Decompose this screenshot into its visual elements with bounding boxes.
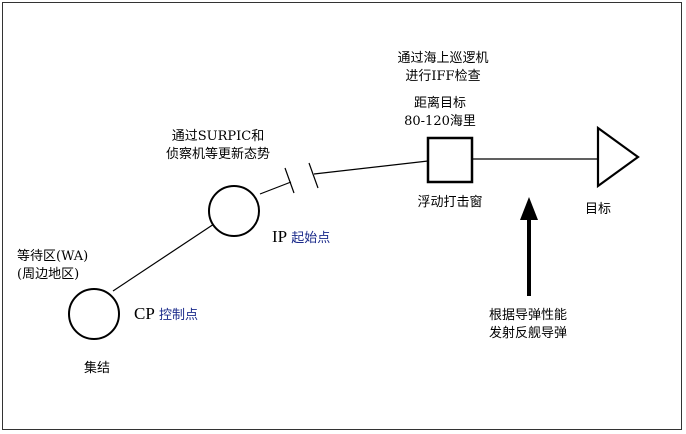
target-triangle	[596, 125, 640, 189]
route-break-window	[313, 160, 429, 175]
route-break-mark-right	[308, 162, 319, 189]
ip-initial-point-circle	[208, 185, 260, 237]
waiting-area-label: 等待区(WA) (周边地区)	[17, 249, 89, 282]
missile-launch-arrow-head	[520, 197, 538, 220]
surpic-update-label: 通过SURPIC和 侦察机等更新态势	[165, 129, 270, 162]
ip-name: 起始点	[291, 231, 331, 246]
cp-label: CP 控制点	[134, 305, 198, 325]
ip-code: IP	[272, 227, 288, 246]
distance-to-target-label: 距离目标 80-120海里	[404, 96, 476, 129]
diagram-border	[2, 2, 682, 430]
target-label: 目标	[584, 202, 611, 217]
assembly-label: 集结	[83, 361, 110, 376]
cp-code: CP	[134, 304, 155, 323]
route-cp-ip	[112, 221, 218, 292]
iff-check-label: 通过海上巡逻机 进行IFF检查	[397, 51, 489, 84]
floating-strike-window-label: 浮动打击窗	[417, 195, 483, 210]
route-ip-break	[259, 181, 292, 195]
route-break-mark-left	[284, 167, 295, 194]
cp-control-point-circle	[68, 288, 120, 340]
cp-name: 控制点	[158, 308, 198, 323]
ip-label: IP 起始点	[272, 228, 330, 248]
missile-launch-label: 根据导弹性能 发射反舰导弹	[488, 308, 567, 341]
floating-strike-window-box	[426, 136, 474, 184]
